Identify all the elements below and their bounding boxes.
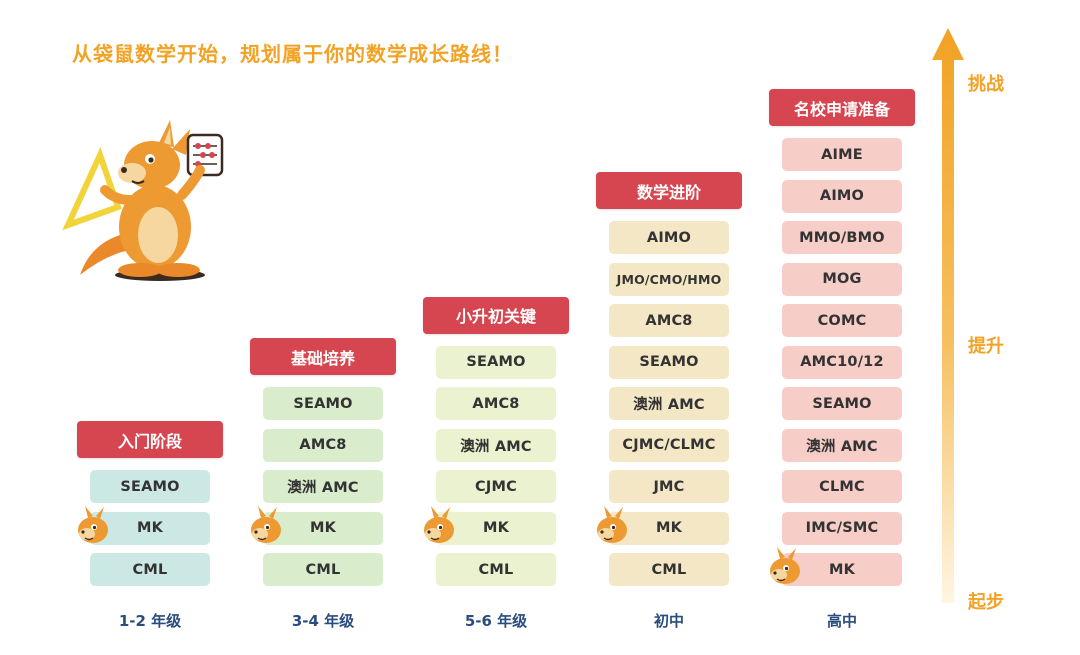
competition-item: 澳洲 AMC	[263, 470, 383, 503]
kangaroo-face-icon	[251, 505, 281, 543]
competition-item: MOG	[782, 262, 902, 296]
competition-item: CML	[609, 553, 729, 586]
competition-item: AMC8	[609, 304, 729, 337]
grade-label: 1-2 年级	[118, 612, 182, 630]
competition-item: 澳洲 AMC	[609, 387, 729, 420]
competition-item: CML	[90, 553, 210, 586]
competition-item: JMO/CMO/HMO	[609, 262, 729, 296]
competition-item: MK	[609, 511, 729, 545]
competition-item: SEAMO	[90, 470, 210, 503]
stage-badge: 名校申请准备	[769, 89, 915, 126]
competition-item: AIME	[782, 138, 902, 171]
grade-label: 3-4 年级	[291, 612, 355, 630]
stage-badge: 基础培养	[250, 338, 396, 375]
competition-item: CLMC	[782, 470, 902, 503]
stage-badge: 数学进阶	[596, 172, 742, 209]
upward-arrow-icon	[932, 28, 964, 603]
competition-item: JMC	[609, 470, 729, 503]
kangaroo-mascot-icon	[62, 120, 224, 281]
competition-item: 澳洲 AMC	[436, 428, 556, 462]
competition-item: MMO/BMO	[782, 221, 902, 254]
competition-item: AMC10/12	[782, 345, 902, 379]
stage-badge: 小升初关键	[423, 296, 569, 334]
progress-label-top: 挑战	[968, 74, 1004, 95]
competition-item: MK	[782, 553, 902, 586]
grade-label: 5-6 年级	[464, 612, 528, 630]
grade-label: 初中	[653, 612, 684, 630]
competition-item: COMC	[782, 304, 902, 337]
competition-item: 澳洲 AMC	[782, 428, 902, 462]
competition-item: SEAMO	[263, 387, 383, 420]
competition-item: MK	[263, 511, 383, 545]
competition-item: SEAMO	[609, 345, 729, 379]
competition-item: CJMC	[436, 470, 556, 503]
competition-item: MK	[436, 511, 556, 545]
competition-item: IMC/SMC	[782, 511, 902, 545]
kangaroo-face-icon	[78, 505, 108, 543]
competition-item: AMC8	[436, 387, 556, 420]
grade-label: 高中	[826, 612, 857, 630]
competition-item: AIMO	[609, 221, 729, 254]
kangaroo-face-icon	[424, 505, 454, 543]
competition-item: CML	[436, 553, 556, 586]
competition-item: CJMC/CLMC	[609, 428, 729, 462]
competition-item: SEAMO	[436, 345, 556, 379]
competition-item: AIMO	[782, 179, 902, 213]
competition-item: AMC8	[263, 428, 383, 462]
kangaroo-face-icon	[770, 547, 800, 584]
kangaroo-face-icon	[597, 505, 627, 543]
headline: 从袋鼠数学开始，规划属于你的数学成长路线！	[72, 42, 513, 66]
stage-badge: 入门阶段	[77, 421, 223, 458]
progress-label-middle: 提升	[968, 336, 1004, 357]
competition-item: MK	[90, 511, 210, 545]
progress-label-bottom: 起步	[968, 592, 1004, 613]
competition-item: CML	[263, 553, 383, 586]
competition-item: SEAMO	[782, 387, 902, 420]
